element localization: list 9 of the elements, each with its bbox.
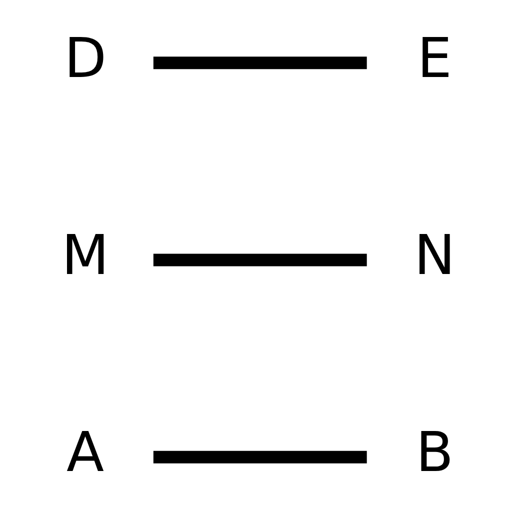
node-text: A bbox=[66, 420, 104, 484]
connector bbox=[153, 56, 367, 70]
connector bbox=[153, 254, 367, 266]
node-text: D bbox=[64, 26, 106, 90]
node-text: M bbox=[62, 222, 110, 287]
node-text: B bbox=[416, 420, 454, 484]
connector bbox=[153, 450, 367, 464]
node-text: E bbox=[417, 26, 452, 90]
node-text: N bbox=[414, 222, 456, 287]
